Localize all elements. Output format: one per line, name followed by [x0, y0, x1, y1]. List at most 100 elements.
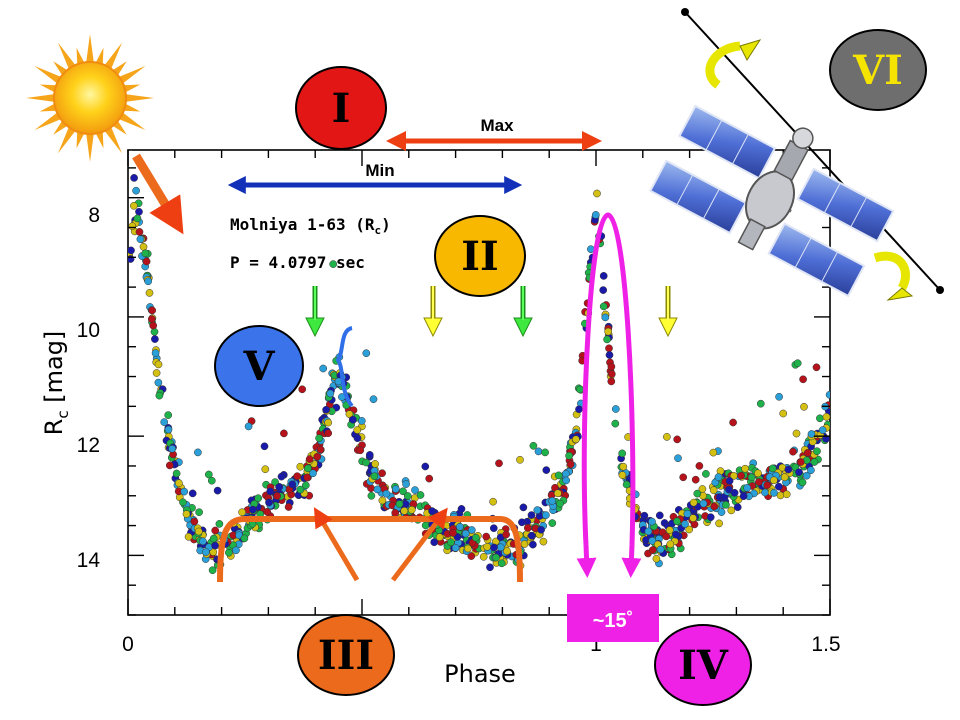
data-point — [249, 505, 257, 514]
data-point — [266, 487, 275, 496]
data-point — [322, 405, 330, 414]
y-tick-label: 10 — [77, 319, 100, 342]
data-point — [717, 508, 726, 516]
data-point — [356, 446, 365, 455]
x-tick-label: 0 — [122, 633, 134, 656]
data-point — [451, 544, 460, 552]
angle-annotation: ~15˚ — [567, 212, 659, 642]
data-point — [714, 473, 723, 481]
data-point — [428, 507, 436, 515]
data-point — [260, 442, 269, 451]
data-point — [709, 448, 718, 457]
data-point — [802, 471, 811, 480]
x-tick-label: 1.5 — [811, 633, 840, 656]
y-axis-label-main: R — [40, 419, 68, 436]
data-point — [689, 498, 698, 507]
data-point — [674, 454, 682, 463]
data-point — [691, 475, 700, 484]
x-tick-label: 1 — [590, 633, 602, 656]
phase-badge-i: I — [295, 66, 387, 150]
data-point — [147, 315, 156, 323]
data-point — [430, 538, 439, 547]
data-point — [490, 543, 498, 552]
object-label-sub: c — [375, 224, 382, 237]
data-point — [180, 487, 189, 496]
data-point — [240, 534, 249, 543]
data-point — [152, 369, 161, 377]
phase-badge-iv: IV — [654, 624, 752, 706]
data-point — [215, 520, 224, 528]
data-point — [539, 537, 548, 546]
data-point — [652, 554, 661, 563]
data-point — [784, 465, 793, 474]
data-point — [142, 257, 151, 266]
sun-ray — [117, 111, 146, 130]
data-point — [301, 481, 310, 490]
data-point — [603, 335, 611, 344]
data-point — [457, 505, 466, 513]
data-point — [553, 489, 562, 498]
sun-arrow — [132, 153, 184, 235]
data-point — [534, 447, 543, 456]
data-point — [607, 362, 616, 371]
data-point — [369, 395, 378, 404]
data-point — [164, 411, 173, 419]
data-point — [296, 462, 305, 471]
phase-label-iv: IV — [678, 642, 729, 689]
data-point — [495, 459, 503, 468]
data-point — [211, 526, 220, 535]
data-point — [225, 548, 233, 557]
y-tick-label: 12 — [77, 434, 100, 457]
data-point — [129, 150, 133, 151]
data-point — [793, 359, 802, 368]
data-point — [280, 429, 288, 438]
data-point — [747, 473, 756, 482]
satellite-icon — [648, 8, 944, 301]
data-point — [151, 335, 159, 343]
data-point — [807, 466, 815, 475]
data-point — [648, 517, 656, 526]
yellow-arrow — [658, 286, 678, 338]
data-point — [265, 498, 273, 507]
data-point — [209, 534, 218, 543]
data-point — [298, 385, 307, 394]
data-point — [548, 519, 557, 527]
phase-label-iii: III — [318, 632, 374, 679]
phase-label-i: I — [332, 85, 351, 132]
data-point — [648, 536, 657, 545]
y-tick-label: 8 — [88, 204, 100, 227]
data-point — [800, 402, 808, 411]
data-point — [618, 449, 627, 458]
data-point — [611, 419, 620, 428]
angle-box — [567, 594, 659, 642]
data-point — [591, 211, 600, 219]
data-point — [685, 525, 694, 534]
data-point — [353, 434, 362, 443]
data-point — [128, 255, 135, 263]
data-point — [141, 249, 150, 258]
iii-arrows — [313, 507, 448, 582]
data-point — [754, 469, 762, 478]
data-point — [743, 484, 752, 492]
data-point — [402, 480, 410, 488]
data-point — [190, 517, 199, 526]
data-point — [665, 526, 674, 534]
data-point — [611, 405, 620, 413]
data-point — [561, 469, 570, 478]
data-point — [261, 465, 270, 474]
data-point — [527, 531, 536, 540]
sun-ray — [34, 66, 63, 85]
data-point — [523, 524, 532, 532]
data-point — [179, 498, 187, 507]
y-tick-labels: 8 10 12 14 — [77, 204, 101, 572]
data-point — [362, 349, 371, 358]
data-point — [324, 429, 333, 438]
data-point — [371, 460, 379, 468]
data-point — [556, 499, 564, 508]
green-arrow — [513, 286, 533, 338]
data-point — [640, 511, 649, 520]
data-point — [619, 462, 628, 471]
data-point — [315, 434, 323, 443]
data-point — [666, 540, 675, 549]
data-point — [770, 489, 778, 497]
